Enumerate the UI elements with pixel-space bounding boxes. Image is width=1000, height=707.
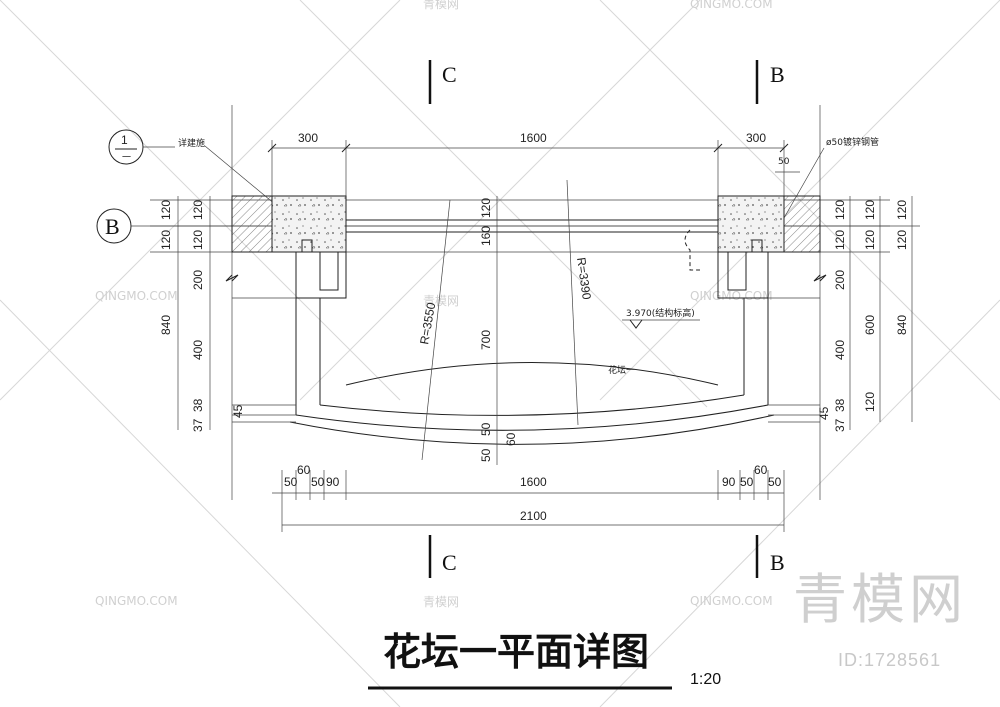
svg-text:R=3390: R=3390 (574, 256, 594, 300)
svg-text:60: 60 (504, 432, 518, 446)
svg-text:38: 38 (833, 398, 847, 412)
detail-reference-symbol: 1 一 详建施 (108, 129, 283, 211)
svg-text:700: 700 (479, 330, 493, 350)
section-mark-b-top: B (755, 60, 785, 104)
svg-text:120: 120 (833, 230, 847, 250)
svg-text:160: 160 (479, 226, 493, 246)
svg-text:840: 840 (159, 315, 173, 335)
section-mark-b-bottom: B (755, 535, 785, 578)
svg-text:45: 45 (817, 406, 831, 420)
svg-text:1600: 1600 (520, 131, 547, 145)
svg-text:400: 400 (191, 340, 205, 360)
svg-text:120: 120 (895, 200, 909, 220)
svg-text:400: 400 (833, 340, 847, 360)
svg-text:QINGMO.COM: QINGMO.COM (95, 594, 178, 608)
svg-text:120: 120 (863, 392, 877, 412)
svg-text:50: 50 (284, 475, 298, 489)
svg-text:1:20: 1:20 (690, 671, 721, 688)
svg-text:120: 120 (159, 200, 173, 220)
svg-text:青模网: 青模网 (423, 0, 459, 11)
svg-text:ID:1728561: ID:1728561 (838, 650, 941, 670)
svg-text:青模网: 青模网 (423, 294, 459, 308)
svg-text:2100: 2100 (520, 509, 547, 523)
svg-text:青模网: 青模网 (793, 568, 967, 631)
top-dimension-line: 300 1600 300 50 (267, 131, 800, 200)
svg-text:花坛一平面详图: 花坛一平面详图 (383, 630, 649, 674)
svg-text:50: 50 (740, 475, 754, 489)
left-inner-dimensions: 120 120 45 (191, 200, 245, 418)
svg-text:50: 50 (768, 475, 782, 489)
svg-text:38: 38 (191, 398, 205, 412)
svg-text:60: 60 (297, 463, 311, 477)
svg-text:90: 90 (326, 475, 340, 489)
svg-text:50: 50 (778, 157, 790, 167)
brand-watermark: 青模网 ID:1728561 (793, 568, 967, 670)
center-vertical-dimensions: 120 160 700 50 60 50 (479, 196, 518, 465)
svg-text:37: 37 (191, 418, 205, 432)
right-outer-dimensions: 120 120 600 120 840 120 120 (863, 196, 913, 422)
svg-text:50: 50 (479, 422, 493, 436)
svg-text:120: 120 (863, 230, 877, 250)
svg-text:120: 120 (479, 198, 493, 218)
svg-text:50: 50 (311, 475, 325, 489)
right-wall-block (684, 195, 821, 299)
svg-text:3.970(结构标高): 3.970(结构标高) (626, 307, 695, 319)
svg-text:120: 120 (863, 200, 877, 220)
svg-text:花坛一: 花坛一 (608, 364, 635, 376)
svg-text:120: 120 (159, 230, 173, 250)
svg-text:详建施: 详建施 (178, 137, 205, 149)
svg-text:45: 45 (231, 404, 245, 418)
svg-text:1: 1 (121, 133, 128, 147)
elevation-mark: 3.970(结构标高) 花坛一 (608, 307, 700, 376)
left-wall-block (231, 195, 347, 299)
left-outer-dimensions: 120 120 200 840 400 37 38 (159, 196, 211, 432)
section-mark-c-top: C (428, 60, 457, 104)
svg-text:一: 一 (122, 153, 131, 163)
watermark-small-logos: QINGMO.COM 青模网 QINGMO.COM QINGMO.COM 青模网… (95, 0, 773, 609)
svg-text:C: C (442, 62, 457, 87)
planter-basin (232, 297, 820, 445)
svg-text:1600: 1600 (520, 475, 547, 489)
svg-text:200: 200 (191, 270, 205, 290)
svg-text:90: 90 (722, 475, 736, 489)
svg-text:600: 600 (863, 315, 877, 335)
right-inner-dimensions: 120 120 200 400 45 38 37 (817, 196, 851, 432)
svg-text:300: 300 (298, 131, 318, 145)
svg-text:60: 60 (754, 463, 768, 477)
svg-text:120: 120 (833, 200, 847, 220)
svg-text:B: B (770, 550, 785, 575)
svg-text:QINGMO.COM: QINGMO.COM (690, 0, 773, 11)
svg-text:120: 120 (191, 200, 205, 220)
bottom-dimensions: 50 60 50 90 1600 90 50 60 50 2100 (272, 463, 785, 532)
svg-text:ø50镀锌钢管: ø50镀锌钢管 (826, 136, 879, 148)
svg-text:B: B (770, 62, 785, 87)
svg-text:QINGMO.COM: QINGMO.COM (690, 594, 773, 608)
svg-text:C: C (442, 550, 457, 575)
svg-text:B: B (105, 214, 120, 239)
svg-text:QINGMO.COM: QINGMO.COM (95, 289, 178, 303)
svg-text:50: 50 (479, 448, 493, 462)
radius-annotations: R=3550 R=3390 (417, 179, 594, 461)
svg-text:120: 120 (895, 230, 909, 250)
svg-text:QINGMO.COM: QINGMO.COM (690, 289, 773, 303)
section-mark-c-bottom: C (428, 535, 457, 578)
drawing-title-block: 花坛一平面详图 1:20 (368, 630, 721, 690)
svg-text:200: 200 (833, 270, 847, 290)
svg-text:840: 840 (895, 315, 909, 335)
svg-text:300: 300 (746, 131, 766, 145)
svg-text:青模网: 青模网 (423, 595, 459, 609)
svg-text:37: 37 (833, 418, 847, 432)
svg-text:120: 120 (191, 230, 205, 250)
